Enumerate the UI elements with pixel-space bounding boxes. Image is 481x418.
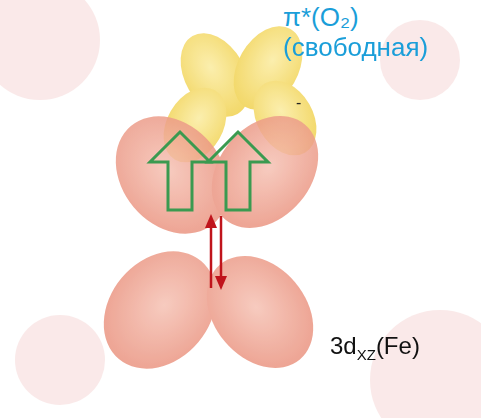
phase-sign: -	[296, 94, 301, 112]
spin-arrows	[150, 132, 268, 210]
orbital-label: 3d	[330, 332, 357, 359]
orbital-label: π*(O₂)	[283, 2, 359, 33]
electron-pair	[205, 214, 227, 290]
orbital-caption: 3dXZ(Fe)	[330, 332, 420, 363]
d-orbital	[81, 94, 341, 391]
orbital-label: (Fe)	[376, 332, 420, 359]
orbital-subscript: XZ	[357, 346, 376, 363]
orbital-note: (свободная)	[283, 32, 428, 63]
